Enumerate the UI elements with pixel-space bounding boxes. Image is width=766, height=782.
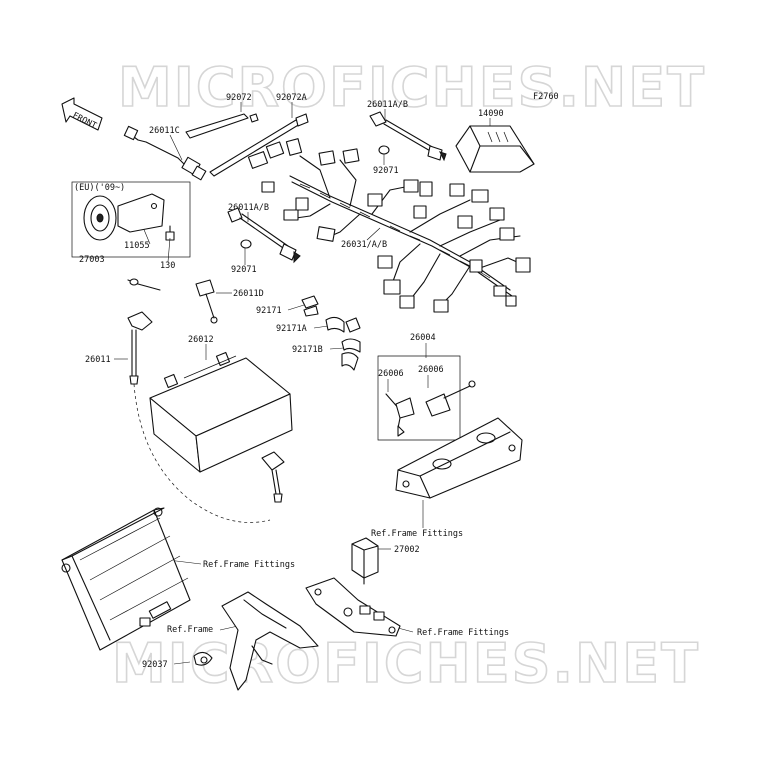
label-26011AB-mid: 26011A/B [228, 203, 269, 213]
frame-section [193, 591, 319, 691]
frame-bracket [305, 577, 401, 637]
label-ref-frame-fittings-2: Ref.Frame Fittings [203, 560, 295, 570]
battery-lead [261, 451, 285, 503]
label-26006-b: 26006 [418, 365, 444, 375]
label-26011D: 26011D [233, 289, 264, 299]
label-26011AB-top: 26011A/B [367, 100, 408, 110]
clamps-92171 [301, 295, 361, 371]
watermark-bottom: MICROFICHES.NET [112, 632, 700, 695]
label-26031AB: 26031/A/B [341, 240, 387, 250]
label-27002: 27002 [394, 545, 420, 555]
horn-assembly [71, 181, 191, 258]
cover-14090 [455, 125, 535, 173]
main-wiring-harness [247, 138, 531, 313]
battery-26012 [149, 351, 293, 473]
label-26012: 26012 [188, 335, 214, 345]
label-26011: 26011 [85, 355, 111, 365]
label-ref-frame-fittings-3: Ref.Frame Fittings [417, 628, 509, 638]
relay-27002 [351, 537, 379, 585]
lead-26011D [127, 278, 218, 324]
label-eu-note: (EU)('09~) [74, 183, 125, 193]
watermark-top: MICROFICHES.NET [118, 56, 706, 119]
label-27003: 27003 [79, 255, 105, 265]
label-26006-a: 26006 [378, 369, 404, 379]
sub-harness-26011C [123, 125, 207, 181]
part-labels: 92072 92072A 26011A/B 14090 26011C 92071… [74, 93, 509, 670]
label-11055: 11055 [124, 241, 150, 251]
label-92072: 92072 [226, 93, 252, 103]
lead-26011AB-mid [227, 207, 301, 264]
lead-26011AB-top [369, 111, 447, 162]
band-straps [185, 113, 309, 177]
cable-26011 [127, 311, 271, 523]
figure-code: F2760 [533, 92, 559, 102]
label-26011C: 26011C [149, 126, 180, 136]
label-92171: 92171 [256, 306, 282, 316]
label-26004: 26004 [410, 333, 436, 343]
ecu-bracket-assembly [377, 355, 523, 499]
label-92071-top: 92071 [373, 166, 399, 176]
label-ref-frame-fittings-1: Ref.Frame Fittings [371, 529, 463, 539]
battery-tray [61, 507, 191, 651]
label-92072A: 92072A [276, 93, 307, 103]
label-14090: 14090 [478, 109, 504, 119]
label-92037: 92037 [142, 660, 168, 670]
eu-detail-box [71, 181, 191, 258]
label-130: 130 [160, 261, 175, 271]
label-ref-frame: Ref.Frame [167, 625, 213, 635]
label-92171A: 92171A [276, 324, 307, 334]
label-92071-mid: 92071 [231, 265, 257, 275]
label-92171B: 92171B [292, 345, 323, 355]
front-arrow-icon: FRONT [61, 97, 103, 131]
